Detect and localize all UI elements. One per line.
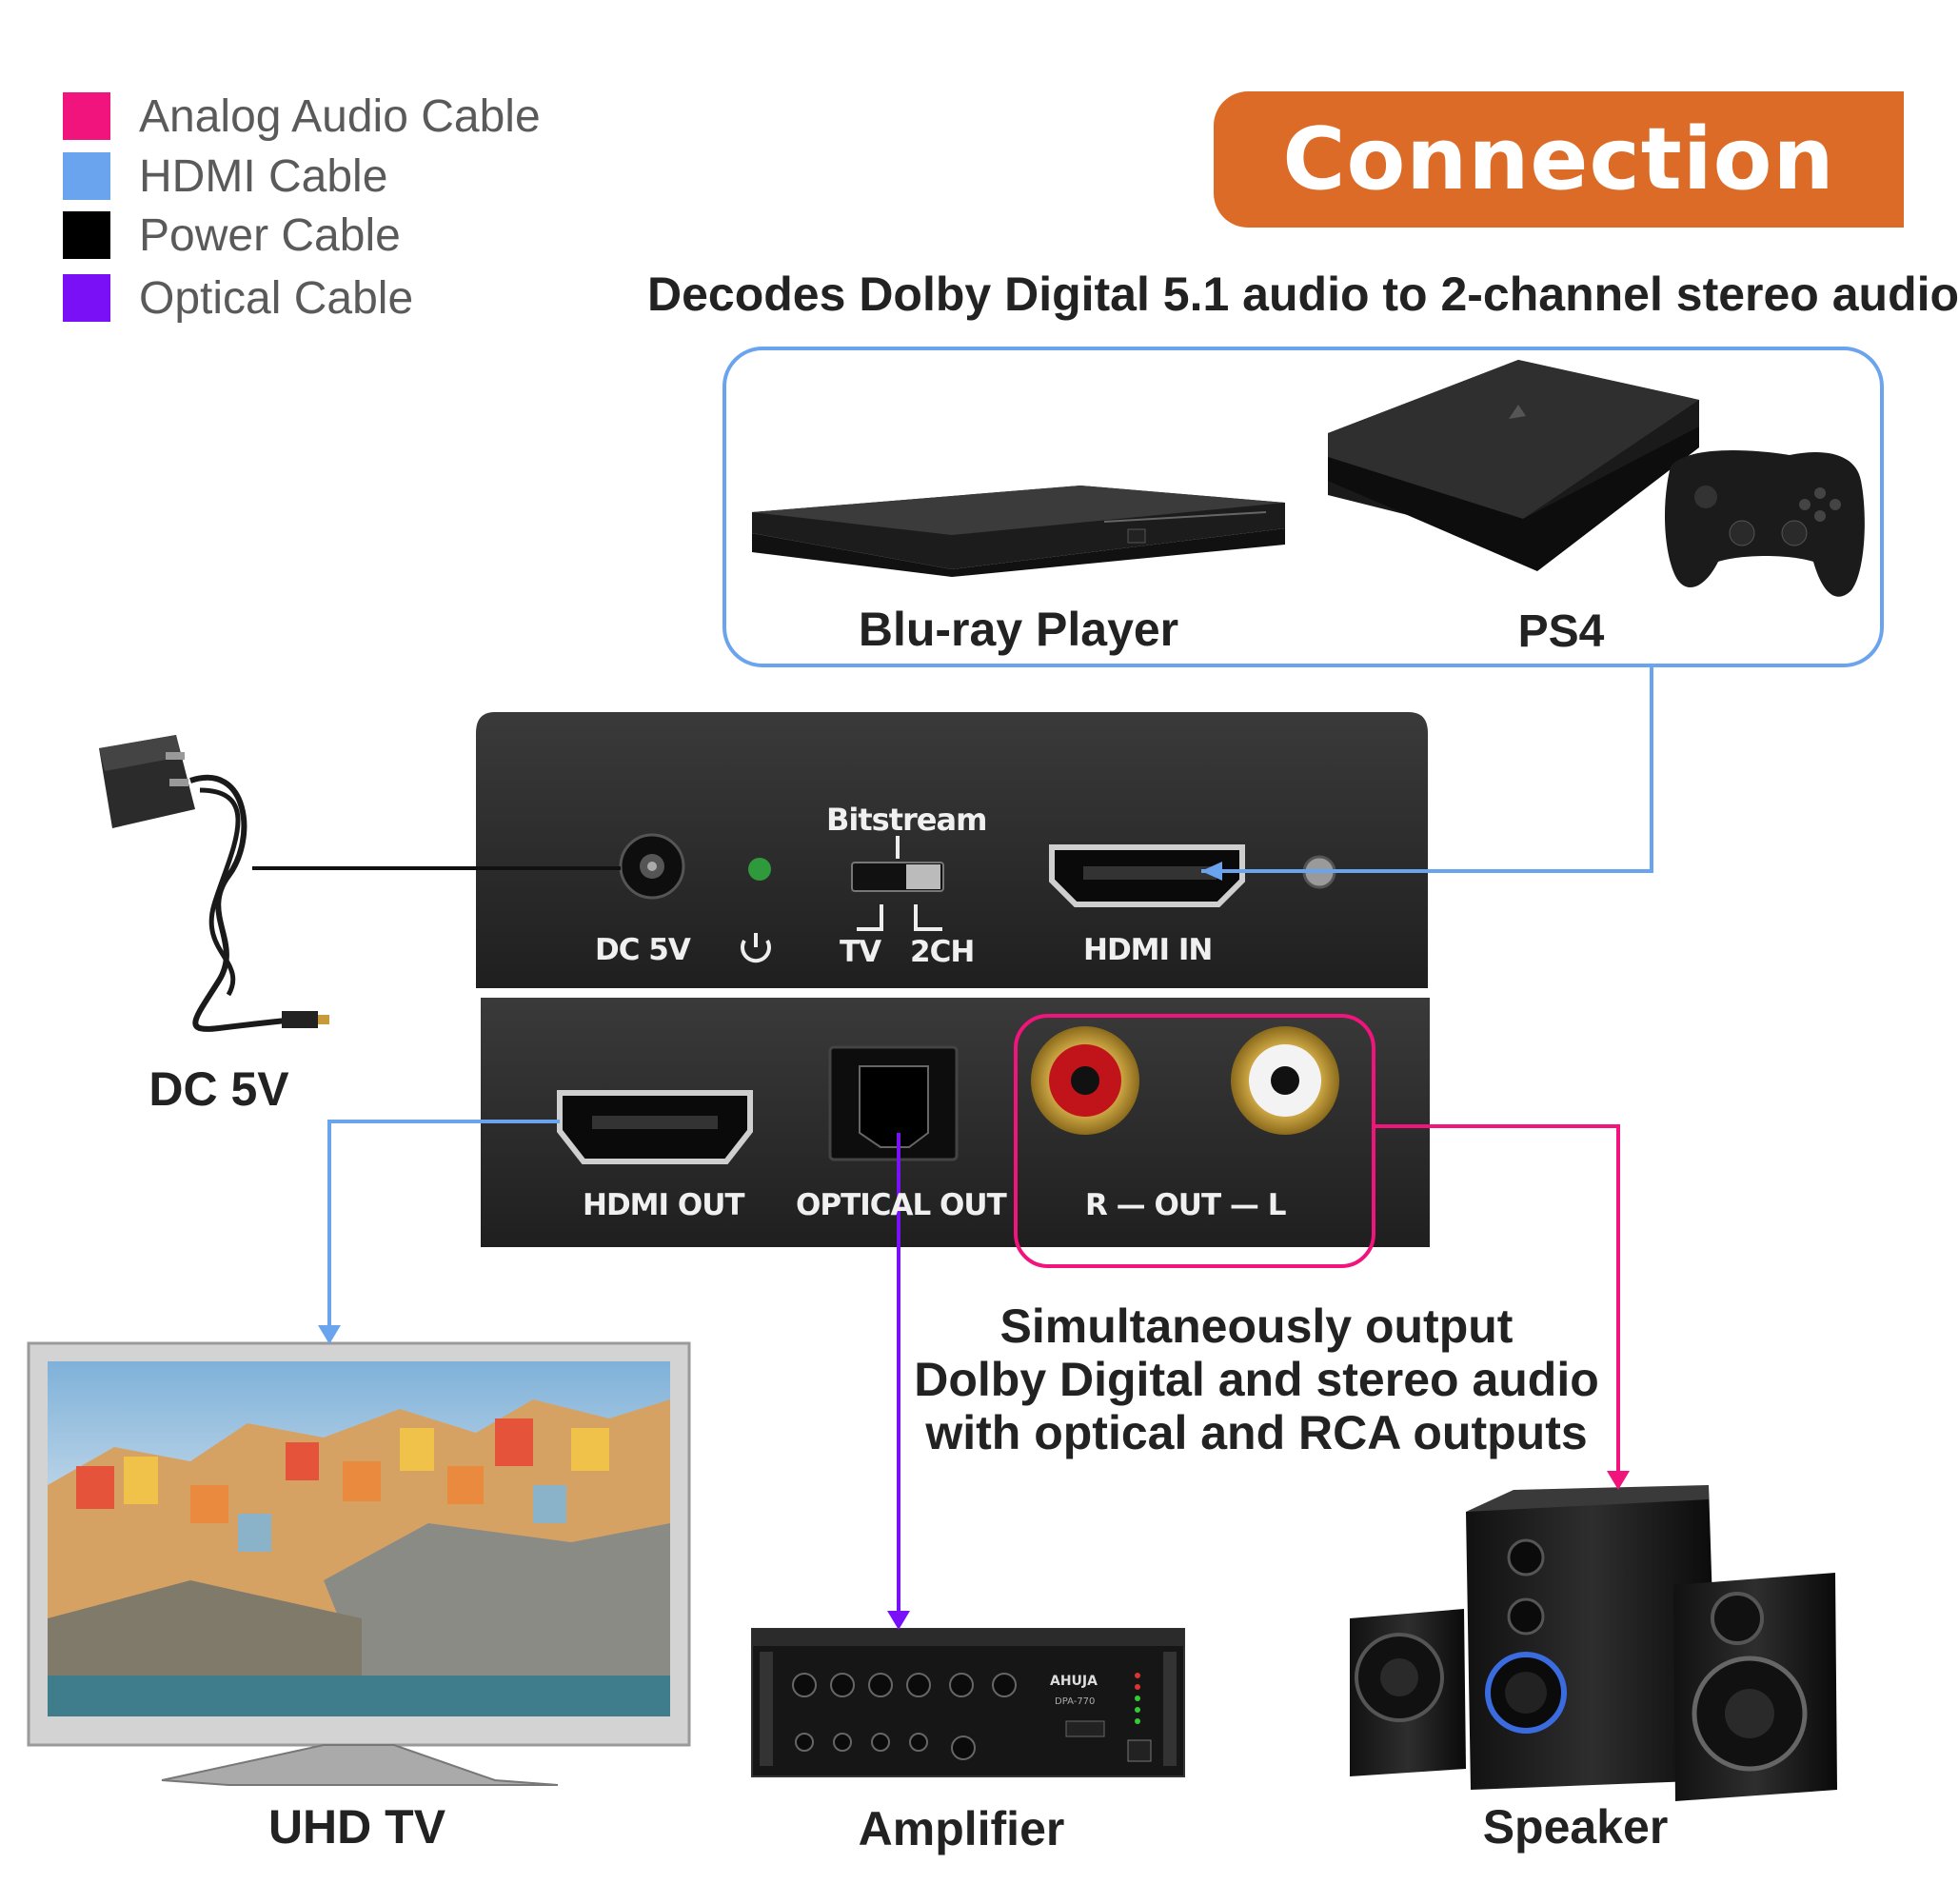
legend-swatch-hdmi <box>63 152 110 200</box>
decoder-bottom-panel <box>481 998 1430 1247</box>
legend-swatch-power <box>63 211 110 259</box>
legend-item-optical: Optical Cable <box>63 272 414 324</box>
ps4-controller-image <box>1664 450 1865 597</box>
rca-out-label: R — OUT — L <box>1085 1188 1286 1222</box>
amp-model: DPA-770 <box>1055 1696 1095 1707</box>
ps4-label: PS4 <box>1517 606 1605 657</box>
analog-audio-arrow <box>1607 1471 1630 1490</box>
bluray-player-image <box>752 486 1285 577</box>
uhd-tv-label: UHD TV <box>267 1800 446 1854</box>
amp-brand: AHUJA <box>1050 1674 1098 1689</box>
note-line: Dolby Digital and stereo audio <box>914 1353 1599 1406</box>
speaker-label: Speaker <box>1482 1800 1669 1854</box>
legend-item-hdmi: HDMI Cable <box>63 150 388 202</box>
hdmi-input-arrow <box>1201 862 1222 881</box>
power-symbol-icon <box>741 933 771 963</box>
legend-label: HDMI Cable <box>139 150 388 202</box>
connection-diagram: AHUJA DPA-770 <box>27 347 1884 1801</box>
connection-banner: Connection <box>1214 91 1904 228</box>
source-devices-frame <box>722 347 1884 667</box>
legend-label: Optical Cable <box>139 272 414 324</box>
optical-out-label: OPTICAL OUT <box>796 1188 1007 1222</box>
legend-label: Analog Audio Cable <box>139 90 541 142</box>
legend-swatch-optical <box>63 274 110 322</box>
speaker-image <box>1350 1485 1837 1801</box>
rca-highlight-frame <box>1014 1014 1375 1268</box>
bluray-label: Blu-ray Player <box>858 603 1179 656</box>
note-line: Simultaneously output <box>999 1299 1514 1353</box>
hdmi-in-label: HDMI IN <box>1083 933 1213 967</box>
hdmi-output-cable <box>327 1120 560 1327</box>
analog-audio-cable <box>1374 1124 1620 1472</box>
decoder-top-panel <box>476 712 1428 988</box>
ps4-console-image <box>1328 360 1699 571</box>
hdmi-out-label: HDMI OUT <box>583 1188 745 1222</box>
legend-label: Power Cable <box>139 209 401 261</box>
output-note: Simultaneously output Dolby Digital and … <box>857 1299 1656 1459</box>
uhd-tv-image <box>27 1341 691 1786</box>
power-adapter-image <box>99 735 329 1032</box>
power-label: DC 5V <box>148 1062 289 1116</box>
amplifier-label: Amplifier <box>858 1802 1065 1855</box>
switch-tv-label: TV <box>840 935 881 969</box>
legend-swatch-analog <box>63 92 110 140</box>
amplifier-image: AHUJA DPA-770 <box>751 1628 1185 1777</box>
bitstream-label: Bitstream <box>826 802 987 838</box>
hdmi-output-arrow <box>318 1325 341 1344</box>
power-led <box>748 858 771 881</box>
legend-item-analog-audio: Analog Audio Cable <box>63 90 541 142</box>
note-line: with optical and RCA outputs <box>925 1406 1588 1459</box>
headline: Decodes Dolby Digital 5.1 audio to 2-cha… <box>647 268 1959 321</box>
dc-port-label: DC 5V <box>595 933 691 967</box>
optical-cable-arrow <box>887 1611 910 1630</box>
hdmi-input-cable <box>1201 666 1653 873</box>
legend-item-power: Power Cable <box>63 209 401 261</box>
switch-2ch-label: 2CH <box>910 935 975 969</box>
